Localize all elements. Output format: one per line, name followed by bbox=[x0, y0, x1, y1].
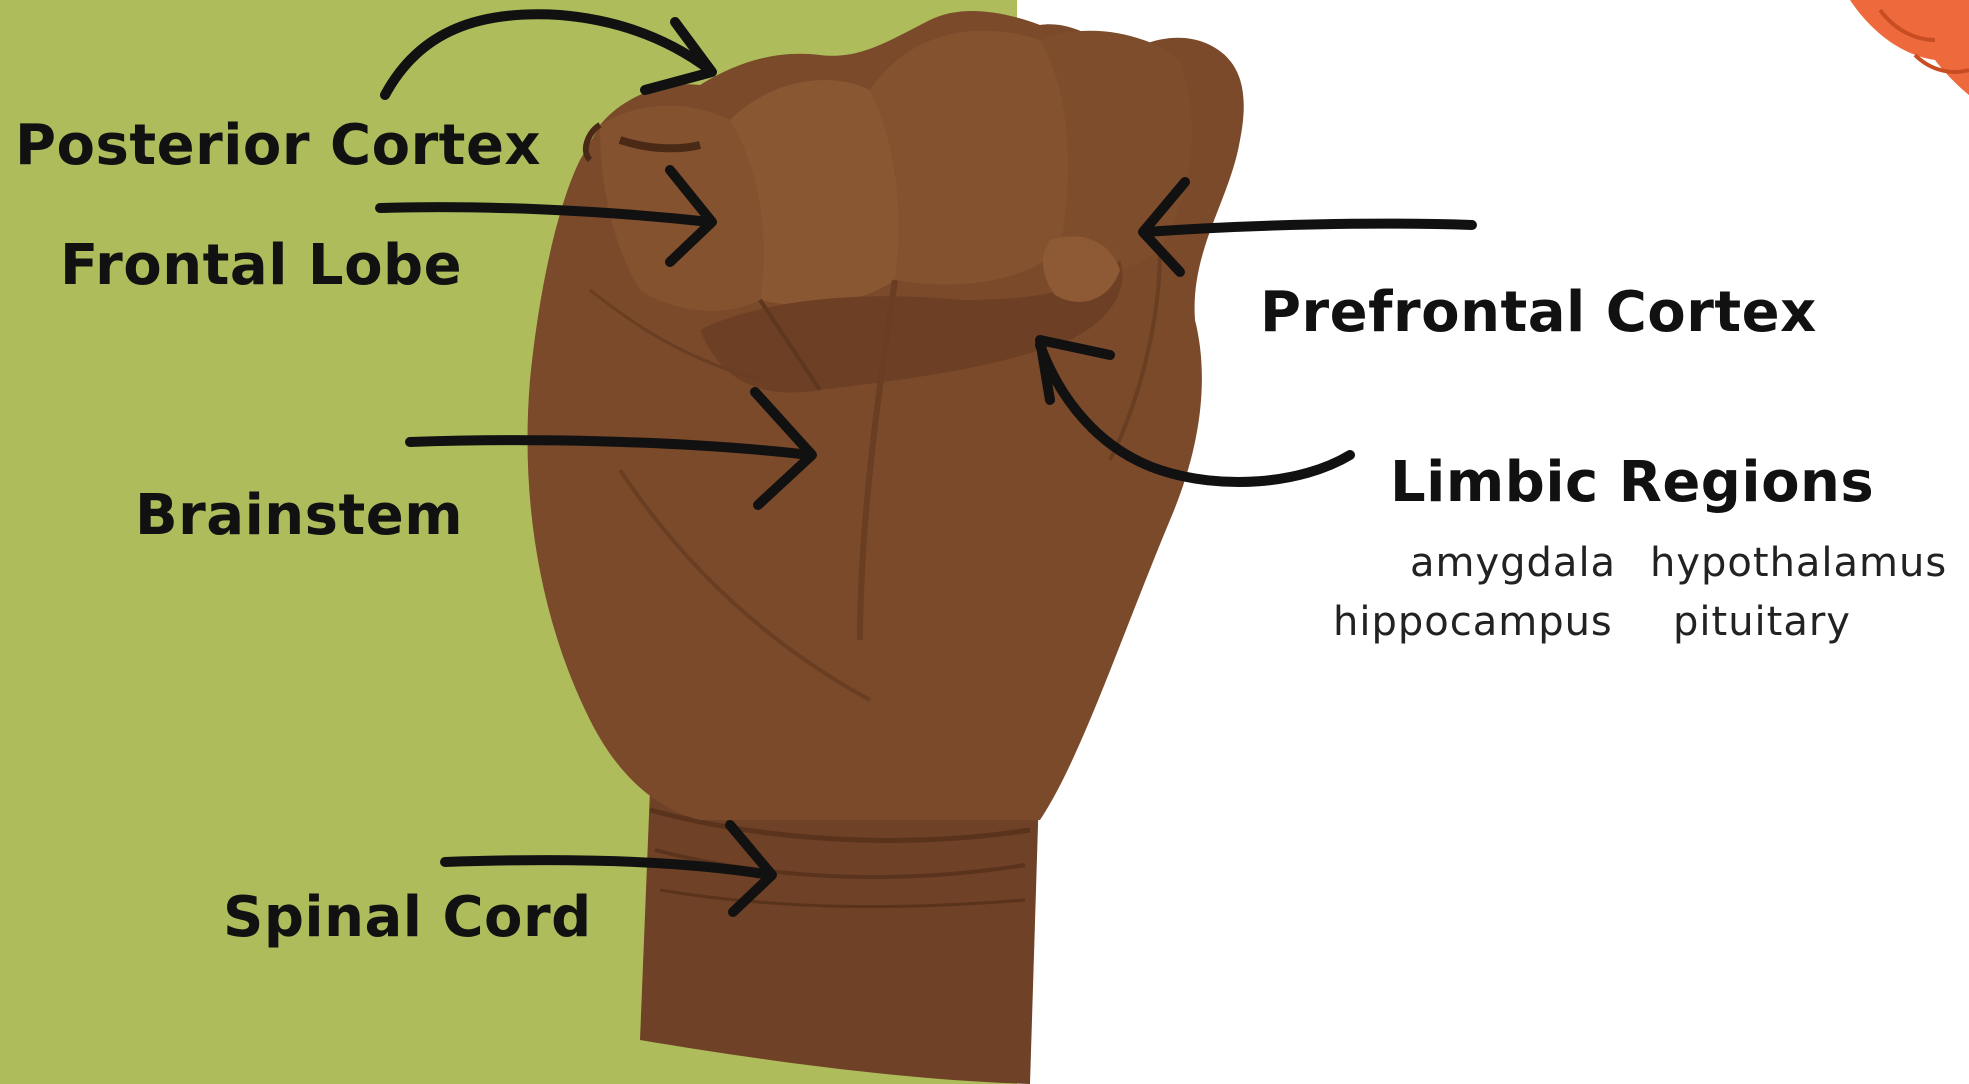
brain-icon bbox=[1850, 0, 1969, 95]
limbic-regions-label: Limbic Regions bbox=[1390, 455, 1874, 511]
prefrontal-cortex-label: Prefrontal Cortex bbox=[1260, 285, 1817, 341]
frontal-lobe-label: Frontal Lobe bbox=[60, 238, 462, 294]
spinal-cord-label: Spinal Cord bbox=[223, 890, 592, 946]
fist-hand-icon bbox=[528, 11, 1244, 1084]
hippocampus-label: hippocampus bbox=[1333, 602, 1613, 642]
amygdala-label: amygdala bbox=[1410, 543, 1616, 583]
pituitary-label: pituitary bbox=[1673, 602, 1851, 642]
posterior-cortex-label: Posterior Cortex bbox=[15, 118, 541, 174]
hypothalamus-label: hypothalamus bbox=[1650, 543, 1947, 583]
arrow-icon bbox=[645, 22, 712, 90]
brainstem-label: Brainstem bbox=[135, 488, 463, 544]
arrow-icon bbox=[1145, 224, 1472, 232]
